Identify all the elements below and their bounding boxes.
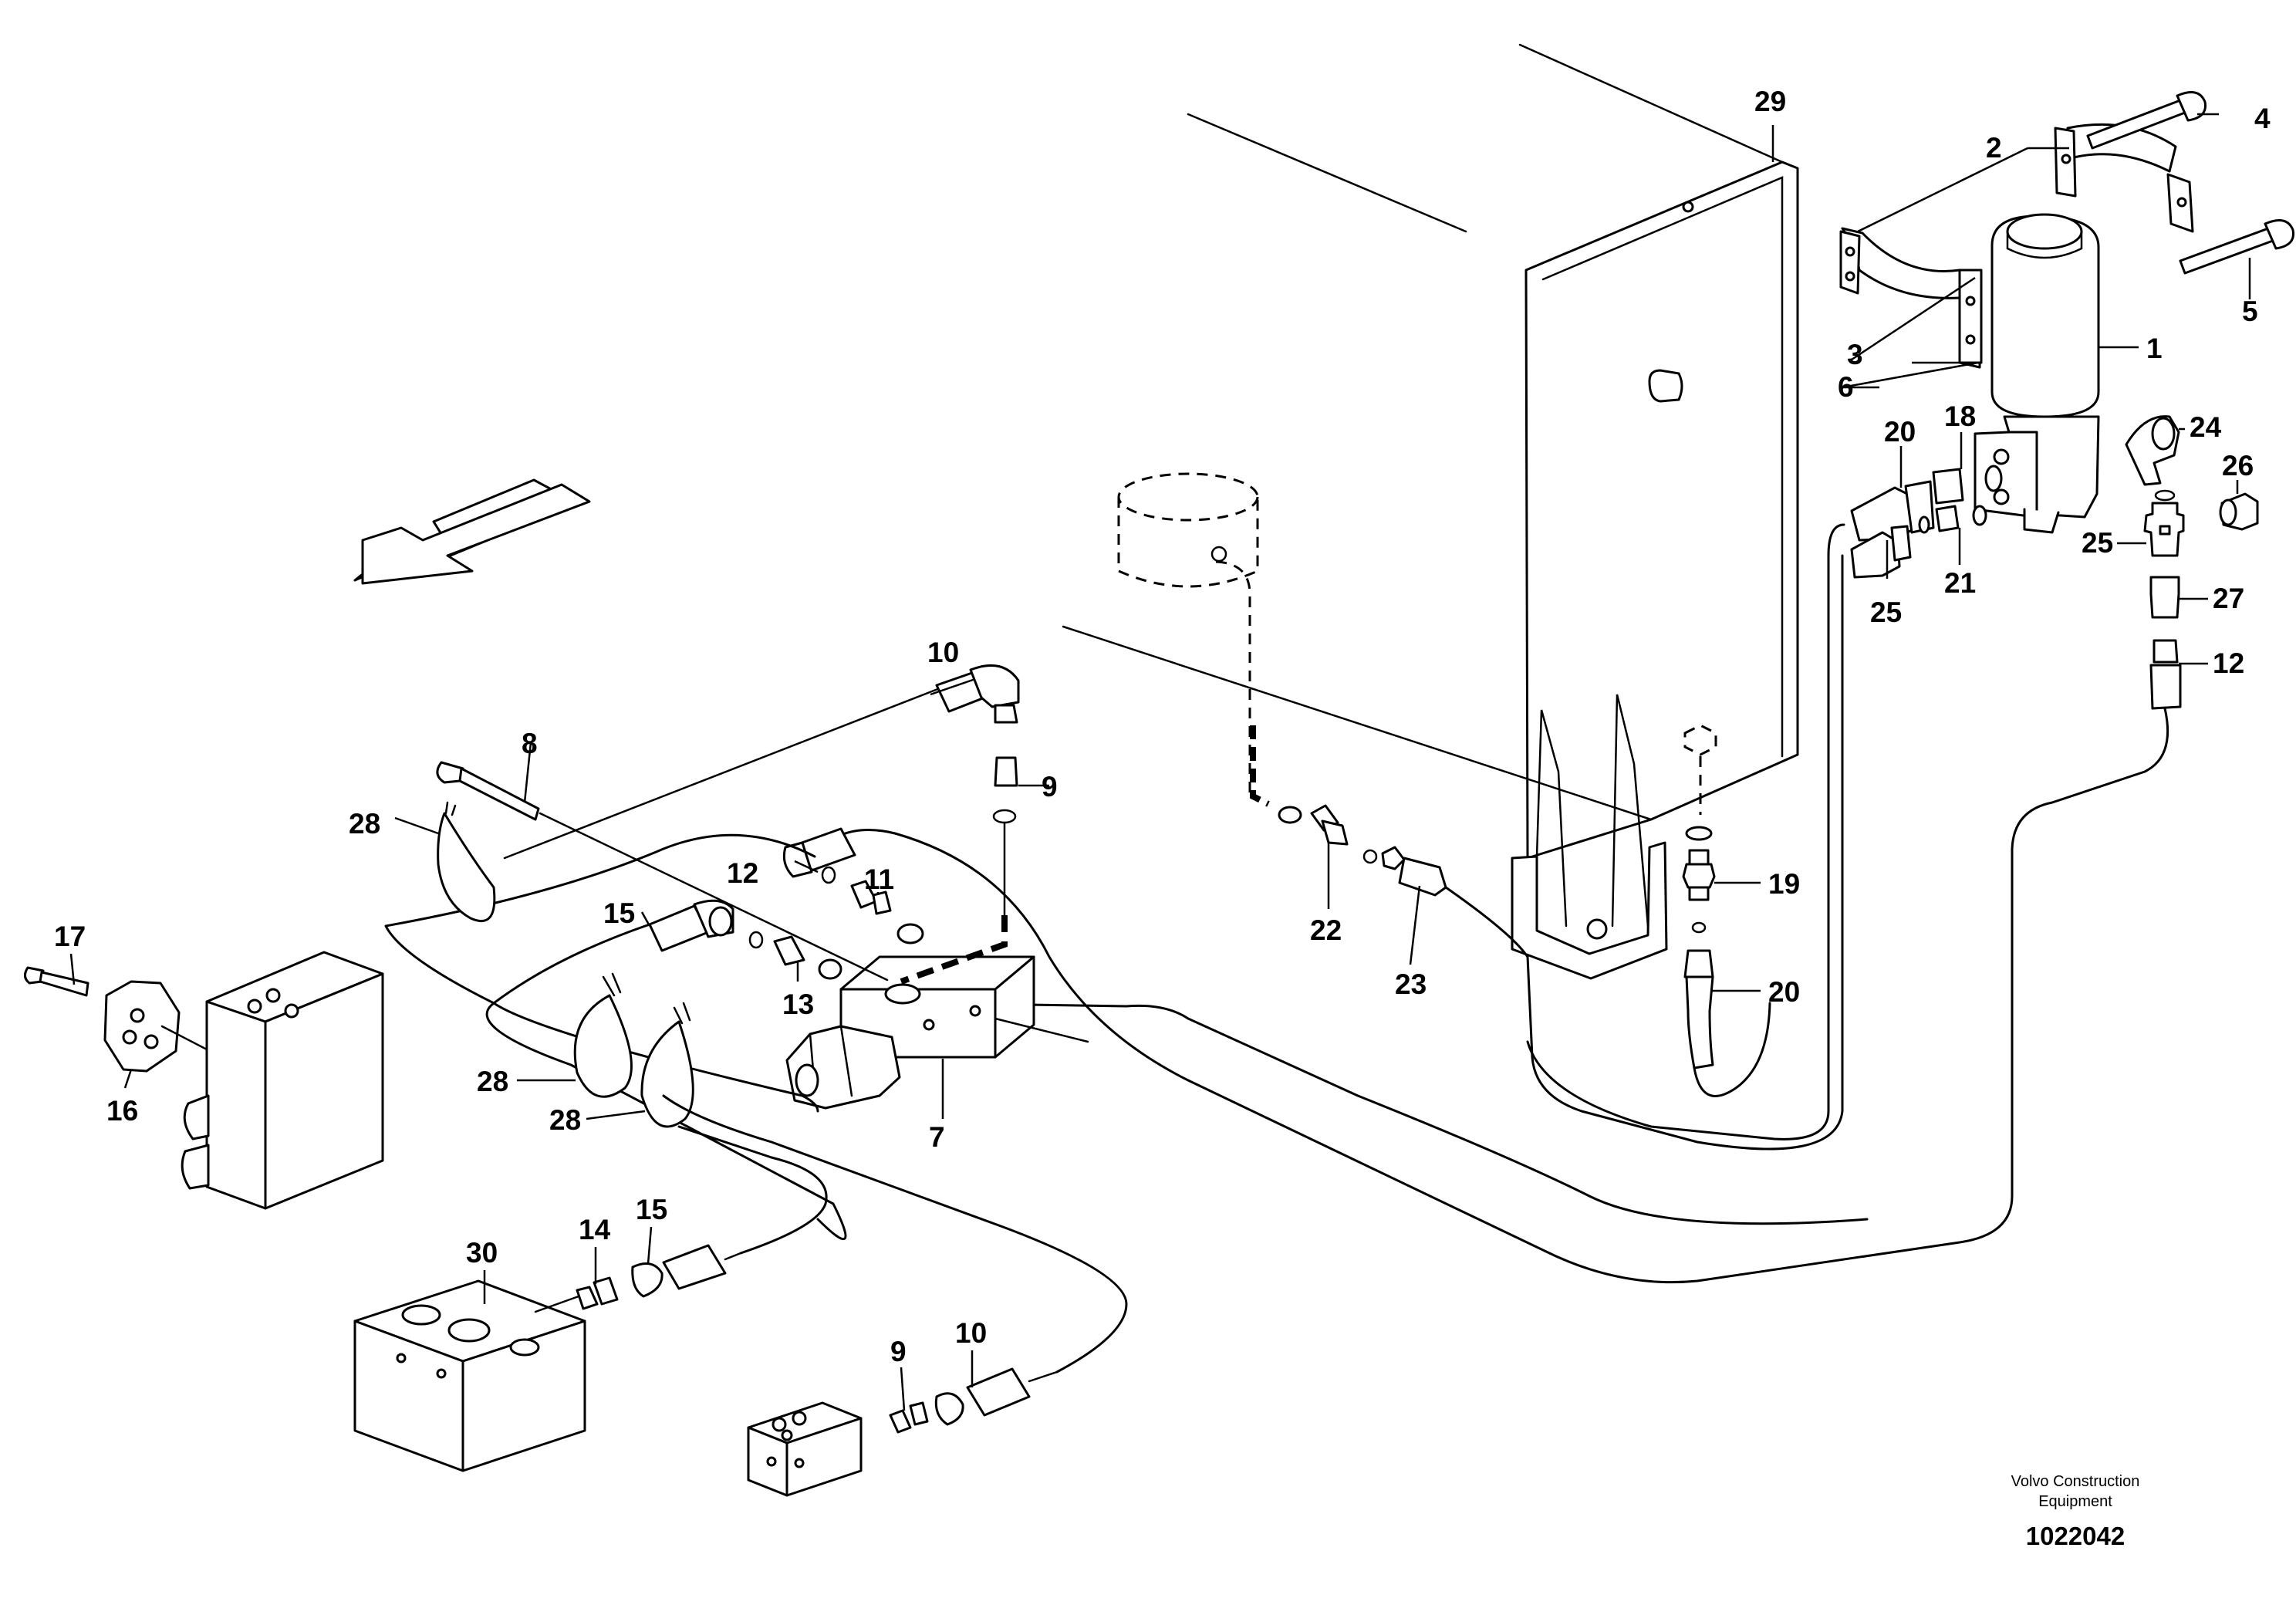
cable-tie-28-top xyxy=(437,801,496,923)
cable-tie-28-low xyxy=(640,1002,694,1128)
hidden-canister-outline xyxy=(1117,472,1259,795)
callout-30: 30 xyxy=(466,1237,498,1269)
callout-28b: 28 xyxy=(477,1066,508,1097)
bolt-8 xyxy=(436,761,889,982)
cable-tie-28-mid xyxy=(573,972,633,1098)
hose-end-10-upper xyxy=(503,664,1020,860)
callout-17: 17 xyxy=(54,921,86,952)
callout-10a: 10 xyxy=(927,637,959,668)
filter-fittings xyxy=(1850,415,2259,710)
callout-3: 3 xyxy=(1847,339,1863,370)
fittings-15-13 xyxy=(648,899,842,980)
callout-19: 19 xyxy=(1768,868,1800,900)
tank-port-fittings xyxy=(1278,804,1447,897)
callout-11: 11 xyxy=(864,863,894,895)
leader-lines xyxy=(69,113,2251,1411)
callout-1: 1 xyxy=(2146,333,2163,364)
fittings-9-10-lower xyxy=(662,1094,1128,1434)
pump-block-16 xyxy=(181,951,384,1210)
callout-2: 2 xyxy=(1986,132,2002,164)
callout-9b: 9 xyxy=(890,1336,907,1367)
callout-10b: 10 xyxy=(955,1317,987,1349)
callout-4: 4 xyxy=(2254,103,2271,134)
hydraulic-tank xyxy=(1062,43,1799,980)
callout-14: 14 xyxy=(579,1214,611,1245)
drawing-number: 1022042 xyxy=(2026,1522,2125,1550)
nut-6 xyxy=(1648,369,1683,403)
forward-direction-arrow-icon xyxy=(353,478,591,585)
credit-line-1: Volvo Construction xyxy=(2011,1473,2140,1490)
callout-29: 29 xyxy=(1754,86,1786,117)
callout-27: 27 xyxy=(2213,583,2244,614)
callout-7: 7 xyxy=(929,1121,945,1153)
fittings-12-11 xyxy=(782,827,924,944)
callout-25a: 25 xyxy=(2082,527,2113,559)
drawing-credit: Volvo Construction Equipment 1022042 xyxy=(2011,1473,2140,1550)
callout-5: 5 xyxy=(2242,296,2258,327)
valve-block-7 xyxy=(785,955,1089,1110)
callout-labels: 29 2 4 5 1 3 6 20 18 24 26 25 21 25 27 1… xyxy=(54,86,2271,1367)
union-fittings xyxy=(1682,724,1717,1070)
callout-23: 23 xyxy=(1395,968,1427,1000)
callout-24: 24 xyxy=(2190,411,2222,443)
filter-assembly xyxy=(1974,213,2100,534)
credit-line-2: Equipment xyxy=(2038,1493,2112,1510)
callout-28a: 28 xyxy=(349,808,380,840)
callout-12b: 12 xyxy=(2213,647,2244,679)
small-valve-block xyxy=(747,1401,863,1497)
callout-15a: 15 xyxy=(603,897,635,929)
callout-6: 6 xyxy=(1838,371,1854,403)
callout-22: 22 xyxy=(1310,914,1342,946)
callout-15b: 15 xyxy=(636,1194,667,1225)
callout-12a: 12 xyxy=(727,857,758,889)
adapter-9-upper xyxy=(992,756,1018,920)
callout-25b: 25 xyxy=(1870,596,1902,628)
callout-9a: 9 xyxy=(1042,771,1058,803)
callout-13: 13 xyxy=(782,988,814,1020)
flange-16 xyxy=(103,980,208,1073)
callout-21: 21 xyxy=(1944,567,1976,599)
callout-26: 26 xyxy=(2222,450,2254,482)
bolt-17 xyxy=(24,966,89,997)
hydraulic-hoses xyxy=(839,523,2169,1284)
valve-block-30 xyxy=(353,1279,586,1472)
bolt-5 xyxy=(2179,219,2295,275)
callout-8: 8 xyxy=(522,728,538,759)
callout-18: 18 xyxy=(1944,400,1976,432)
callout-20a: 20 xyxy=(1884,416,1916,448)
fittings-14-15-lower xyxy=(534,1244,742,1313)
callout-20b: 20 xyxy=(1768,976,1800,1008)
callout-28c: 28 xyxy=(549,1104,581,1136)
callout-16: 16 xyxy=(106,1095,138,1127)
